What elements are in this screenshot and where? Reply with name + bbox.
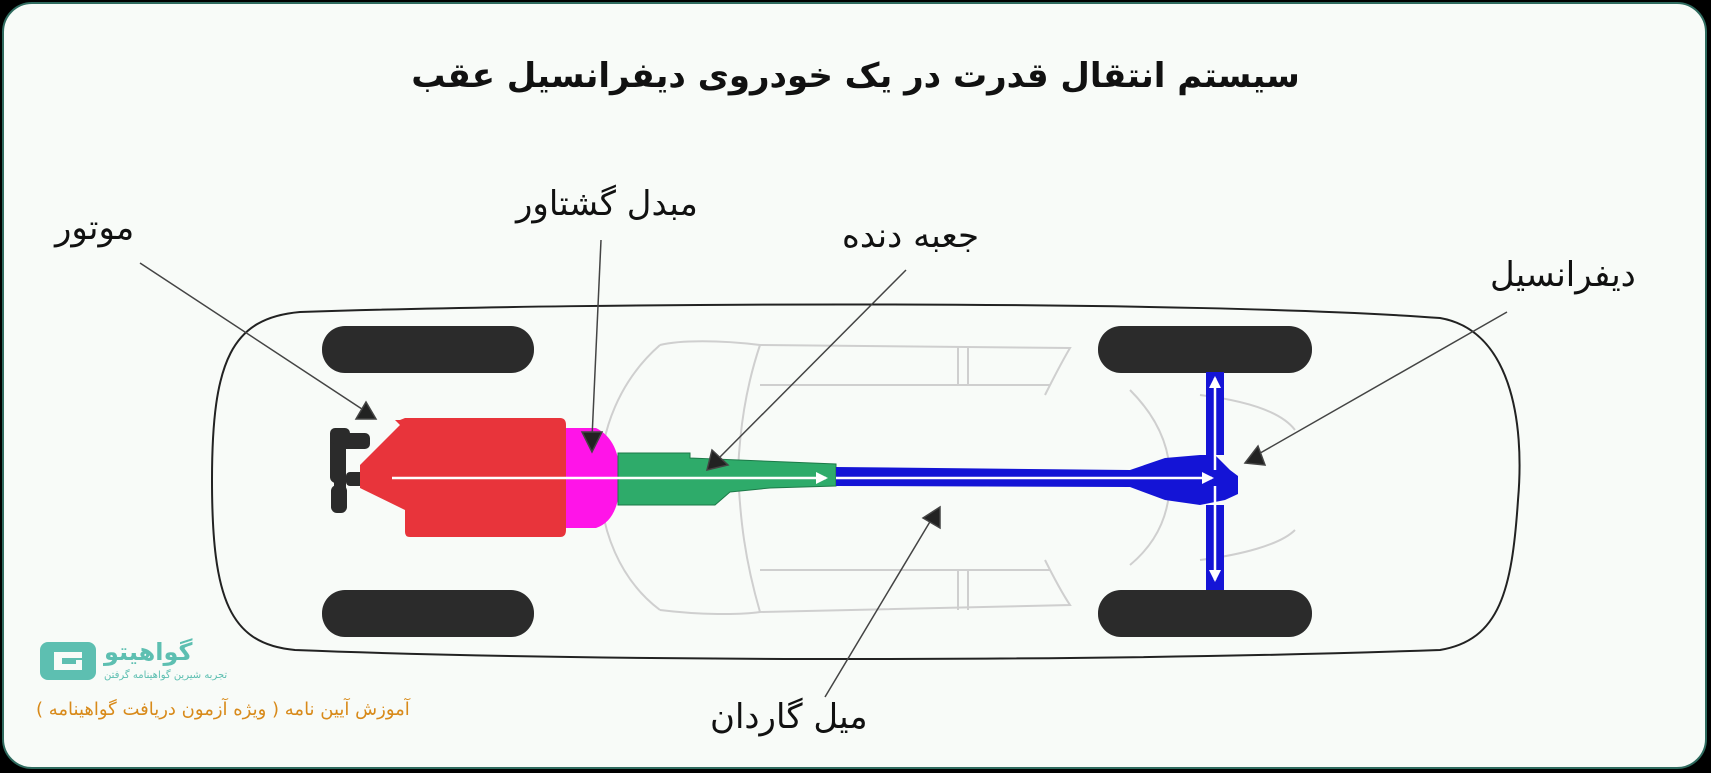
- brand-logo-icon: [40, 642, 96, 680]
- tire-rear-right: [1098, 590, 1312, 637]
- tire-front-left: [322, 326, 534, 373]
- brand-name: گواهیتو: [104, 638, 193, 666]
- power-flow-arrows: [392, 376, 1221, 582]
- driveshaft: [836, 455, 1238, 505]
- tire-rear-left: [1098, 326, 1312, 373]
- course-caption: آموزش آیین نامه ( ویژه آزمون دریافت گواه…: [36, 699, 410, 720]
- driveshaft-pointer-icon: [921, 505, 941, 530]
- differential-pointer-icon: [1243, 444, 1267, 466]
- label-driveshaft: میل گاردان: [710, 697, 868, 737]
- brand-tagline: تجربه شیرین گواهینامه گرفتن: [104, 670, 228, 681]
- gearbox-pointer-icon: [705, 448, 730, 472]
- label-gearbox: جعبه دنده: [842, 216, 979, 256]
- diagram-title: سیستم انتقال قدرت در یک خودروی دیفرانسیل…: [411, 56, 1300, 96]
- label-engine: موتور: [55, 208, 135, 248]
- rear-axle: [1206, 372, 1224, 590]
- converter-pointer-icon: [580, 431, 604, 454]
- car-body-outline: [210, 303, 1521, 660]
- tire-front-right: [322, 590, 534, 637]
- engine-pointer-icon: [354, 400, 378, 420]
- label-differential: دیفرانسیل: [1490, 255, 1636, 295]
- brand-block: گواهیتو تجربه شیرین گواهینامه گرفتن: [40, 638, 260, 686]
- leader-lines: [139, 239, 1508, 698]
- label-torque-converter: مبدل گشتاور: [516, 184, 698, 224]
